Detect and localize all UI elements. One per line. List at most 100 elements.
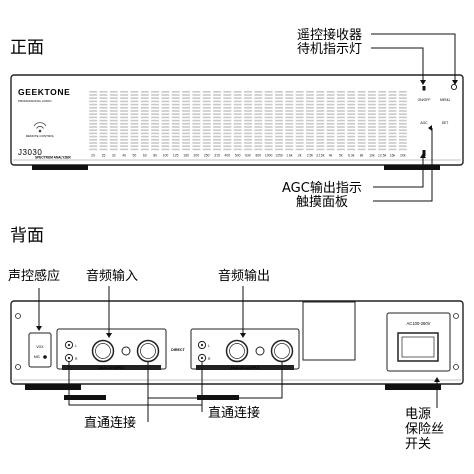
spectrum-band (99, 91, 108, 151)
spectrum-segment (120, 94, 129, 96)
spectrum-segment (316, 119, 325, 122)
output-trs-jack[interactable] (255, 346, 265, 356)
front-callout-arrowheads (420, 80, 458, 158)
spectrum-segment (233, 126, 242, 128)
spectrum-segment (140, 126, 149, 128)
spectrum-segment (306, 142, 314, 144)
spectrum-segment (254, 132, 263, 135)
spectrum-segment (223, 103, 232, 106)
spectrum-segment (223, 129, 232, 131)
spectrum-segment (316, 113, 325, 115)
spectrum-segment (161, 139, 170, 141)
spectrum-segment (182, 142, 190, 144)
set-touch-button[interactable]: SET (442, 121, 449, 125)
front-title: 正面 (10, 38, 44, 58)
spectrum-segment (378, 126, 387, 128)
spectrum-segment (244, 145, 252, 147)
input-trs-jack[interactable] (121, 346, 131, 356)
spectrum-segment (378, 100, 387, 103)
spectrum-segment (192, 145, 201, 147)
spectrum-segment (99, 100, 108, 103)
spectrum-segment (398, 107, 407, 109)
spectrum-segment (254, 145, 263, 147)
spectrum-band (388, 91, 397, 151)
spectrum-segment (295, 113, 304, 115)
spectrum-segment (171, 142, 180, 144)
frequency-label: 250 (204, 154, 210, 158)
spectrum-segment (367, 145, 376, 147)
spectrum-segment (388, 126, 397, 128)
spectrum-segment (161, 126, 170, 128)
spectrum-segment (295, 94, 304, 96)
spectrum-segment (151, 129, 160, 131)
spectrum-segment (275, 116, 283, 119)
input-xlr-left-inner (95, 343, 111, 359)
menu-touch-button[interactable]: MENU (440, 98, 451, 102)
spectrum-segment (244, 129, 252, 131)
spectrum-segment (357, 100, 366, 103)
spectrum-segment (244, 97, 252, 99)
spectrum-segment (130, 132, 139, 135)
back-title: 背面 (10, 226, 44, 246)
spectrum-segment (326, 91, 335, 93)
spectrum-segment (264, 129, 273, 131)
spectrum-segment (244, 107, 252, 109)
spectrum-segment (233, 94, 242, 96)
brand-logo: GEEKTONE (18, 87, 70, 97)
on-off-touch-button[interactable]: ON/OFF (418, 98, 431, 102)
spectrum-segment (202, 132, 211, 135)
spectrum-segment (254, 103, 263, 106)
spectrum-segment (244, 94, 252, 96)
spectrum-segment (306, 148, 314, 151)
spectrum-segment (285, 113, 294, 115)
spectrum-segment (223, 94, 232, 96)
spectrum-segment (336, 110, 345, 112)
spectrum-segment (223, 139, 232, 141)
spectrum-segment (233, 107, 242, 109)
output-channel-l: L (208, 344, 210, 348)
spectrum-segment (326, 97, 335, 99)
spectrum-band (140, 91, 149, 151)
spectrum-segment (264, 135, 273, 138)
spectrum-segment (254, 113, 263, 115)
spectrum-segment (233, 142, 242, 144)
spectrum-segment (213, 126, 221, 128)
spectrum-segment (244, 113, 252, 115)
power-socket[interactable] (397, 332, 439, 362)
spectrum-segment (316, 132, 325, 135)
spectrum-segment (285, 107, 294, 109)
spectrum-segment (326, 142, 335, 144)
spectrum-segment (316, 142, 325, 144)
frequency-label: 3.15k (316, 154, 325, 158)
spectrum-segment (347, 119, 356, 122)
mic-hole (43, 355, 47, 359)
frequency-label: 8k (360, 154, 364, 158)
spectrum-segment (223, 123, 232, 125)
spectrum-segment (202, 148, 211, 151)
spectrum-segment (285, 123, 294, 125)
spectrum-segment (151, 135, 160, 138)
spectrum-segment (99, 94, 108, 96)
spectrum-segment (233, 100, 242, 103)
spectrum-band (223, 91, 232, 151)
spectrum-segment (347, 97, 356, 99)
spectrum-band (171, 91, 180, 151)
spectrum-segment (89, 91, 98, 93)
spectrum-segment (388, 139, 397, 141)
agc-touch-button[interactable]: AGC (420, 121, 428, 125)
spectrum-segment (306, 129, 314, 131)
spectrum-segment (254, 135, 263, 138)
spectrum-segment (130, 145, 139, 147)
spectrum-segment (223, 126, 232, 128)
spectrum-segment (357, 110, 366, 112)
spectrum-segment (378, 148, 387, 151)
spectrum-segment (264, 103, 273, 106)
spectrum-segment (326, 107, 335, 109)
spectrum-segment (202, 97, 211, 99)
spectrum-segment (275, 139, 283, 141)
spectrum-segment (275, 148, 283, 151)
spectrum-band (285, 91, 294, 151)
spectrum-segment (347, 116, 356, 119)
spectrum-segment (336, 126, 345, 128)
spectrum-segment (109, 97, 118, 99)
